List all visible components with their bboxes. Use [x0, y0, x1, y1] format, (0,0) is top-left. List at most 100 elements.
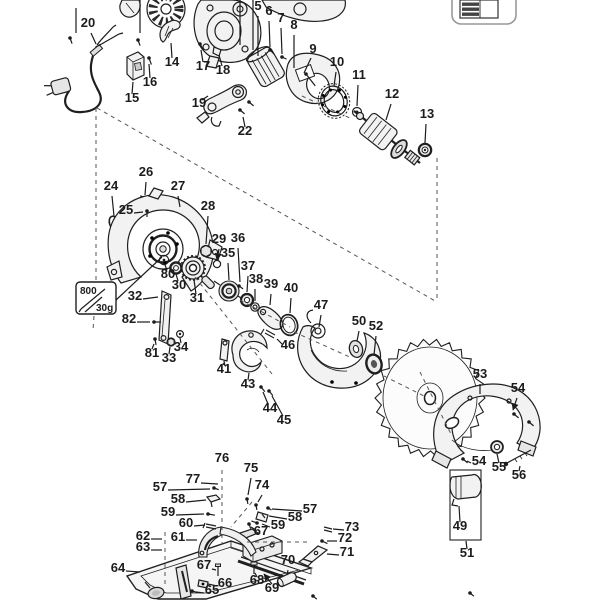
part-number-label: 82	[122, 311, 136, 326]
part-number-label: 24	[104, 178, 119, 193]
callout-leader	[424, 123, 427, 144]
leader-lines	[75, 0, 521, 594]
latch-right	[255, 511, 269, 523]
callout-leader	[332, 528, 345, 531]
part-number-label: 26	[139, 164, 153, 179]
callout-leader	[167, 488, 211, 491]
callout-leader	[262, 391, 269, 405]
callout-leader	[466, 460, 472, 464]
part-number-label: 25	[119, 202, 133, 217]
screw-head	[255, 521, 259, 525]
link-39	[257, 306, 284, 330]
callout-leader	[268, 515, 288, 520]
motor-housing	[285, 52, 341, 105]
callout-leader	[286, 569, 289, 576]
part-number-label: 35	[221, 245, 235, 260]
callout-leader	[385, 103, 392, 121]
part-number-label: 57	[153, 479, 167, 494]
housing-fragment-top-left	[119, 0, 141, 18]
callout-leader	[254, 572, 258, 578]
clip-46	[260, 328, 276, 339]
part-number-label: 55	[492, 459, 506, 474]
callout-leader	[246, 275, 249, 293]
part-number-label: 34	[174, 339, 189, 354]
part-number-label: 81	[145, 345, 159, 360]
part-number-label: 11	[352, 67, 366, 82]
screw-head	[468, 591, 472, 595]
part-number-label: 15	[125, 90, 139, 105]
part-number-label: 53	[473, 366, 487, 381]
construction-lines	[92, 95, 453, 588]
bracket-66	[197, 579, 209, 589]
part-number-label: 30	[172, 277, 186, 292]
gear-case	[193, 0, 262, 69]
callout-leader	[205, 215, 209, 245]
screw-head	[198, 42, 202, 46]
screw-head	[254, 503, 258, 507]
part-number-label: 38	[249, 271, 263, 286]
part-number-label: 62	[136, 528, 150, 543]
callout-leader	[318, 314, 322, 328]
bevel-quadrant-61	[198, 526, 257, 558]
part-number-label: 73	[345, 519, 359, 534]
callout-leader	[133, 211, 144, 214]
part-number-label: 5	[254, 0, 261, 13]
callout-leader	[261, 523, 271, 528]
part-number-label: 71	[340, 544, 354, 559]
callout-leader	[179, 337, 182, 344]
screw-head	[320, 539, 324, 543]
screw-head	[206, 512, 210, 516]
screw-head	[245, 497, 249, 501]
saw-blade-hub	[416, 382, 444, 414]
part-number-label: 64	[111, 560, 126, 575]
part-number-label: 59	[161, 504, 175, 519]
pivot-pin-70	[276, 572, 297, 588]
nut-33	[166, 337, 176, 347]
part-number-label: 10	[330, 54, 344, 69]
callout-leader	[263, 573, 273, 585]
part-number-label: 54	[511, 380, 526, 395]
screw-head	[267, 389, 271, 393]
part-number-label: 70	[281, 552, 295, 567]
callout-leader	[177, 195, 181, 208]
part-number-label: 16	[143, 74, 157, 89]
screw-head	[311, 594, 315, 598]
screw-head	[266, 506, 270, 510]
dust-spout-49	[449, 473, 482, 507]
part-number-label: 54	[472, 453, 487, 468]
part-number-label: 9	[309, 41, 316, 56]
bolt-68	[250, 561, 258, 574]
washer-38	[250, 302, 260, 312]
callout-leader	[164, 264, 168, 271]
callout-leader	[303, 57, 312, 74]
callout-leader	[465, 540, 468, 550]
part-number-label: 58	[171, 491, 185, 506]
dashed-line	[92, 315, 95, 331]
screw-head	[238, 108, 242, 112]
screw-head	[280, 55, 284, 59]
callout-leader	[227, 262, 230, 281]
part-number-label: 57	[303, 501, 317, 516]
part-number-label: 56	[512, 467, 526, 482]
screw-head	[461, 457, 465, 461]
callout-leader	[148, 63, 151, 79]
part-number-label: 12	[385, 86, 399, 101]
part-number-label: 40	[284, 280, 298, 295]
outer-washer-52	[365, 353, 383, 375]
screw-head	[68, 36, 72, 40]
switch	[126, 51, 145, 81]
part-number-label: 72	[338, 530, 352, 545]
guard-lever-43	[231, 330, 268, 373]
detail-box-51	[449, 469, 482, 541]
callout-leader	[200, 49, 204, 63]
washer-34	[176, 330, 185, 339]
part-number-label: 37	[241, 258, 255, 273]
part-number-label: 39	[264, 276, 278, 291]
part-number-label: 75	[244, 460, 258, 475]
part-number-label: 43	[241, 376, 255, 391]
screw-head	[136, 38, 140, 42]
screw-head	[237, 284, 241, 288]
screw-head	[153, 337, 157, 341]
